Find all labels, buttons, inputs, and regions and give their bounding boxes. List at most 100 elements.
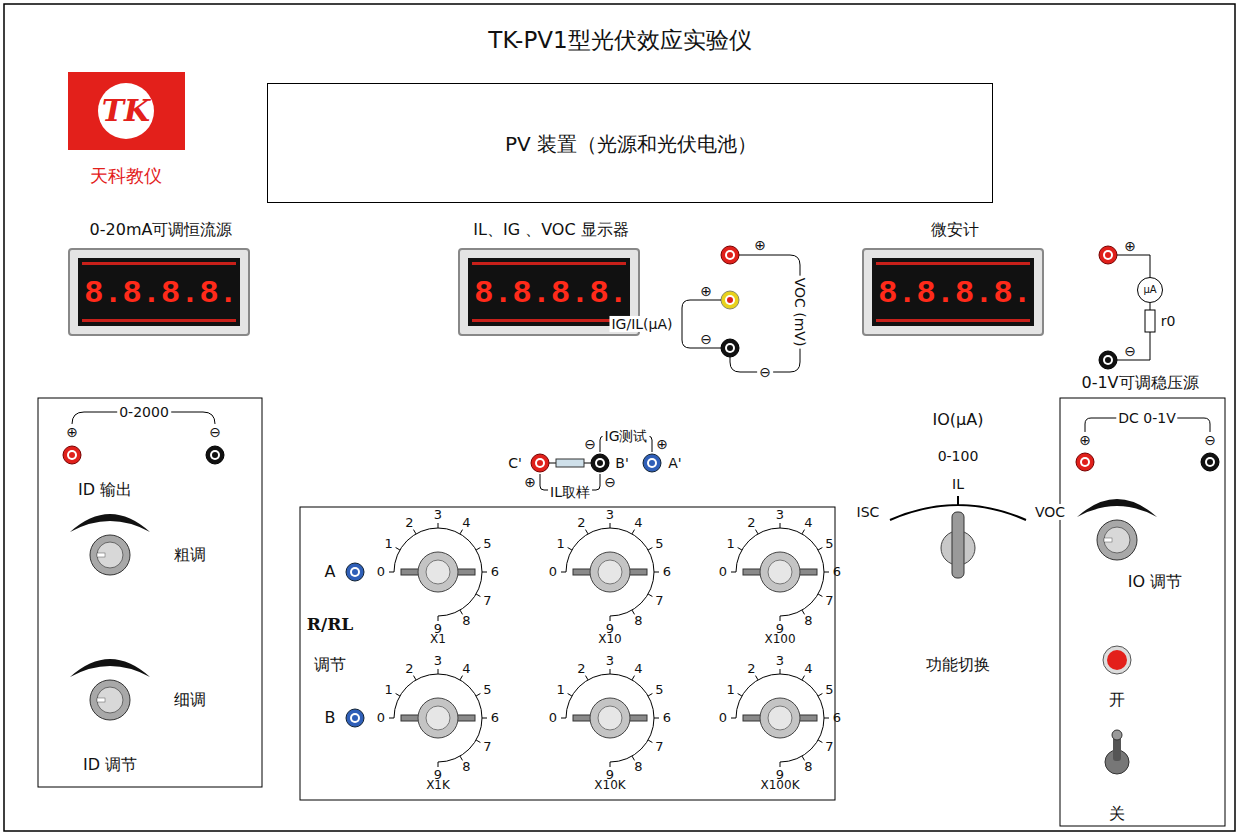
dial-number: 6 <box>663 711 671 726</box>
dial-number: 2 <box>747 515 755 530</box>
dial-number: 1 <box>556 536 564 551</box>
dial-number: 0 <box>719 711 727 726</box>
switch-label: 关 <box>1109 805 1125 823</box>
display-bar <box>876 319 1030 322</box>
polarity-mark: ⊕ <box>522 474 538 490</box>
polarity-mark: ⊕ <box>752 237 768 253</box>
polarity-mark: ⊖ <box>698 331 714 347</box>
terminal-group-label: IG/IL(μA) <box>609 316 674 332</box>
dial-knob <box>418 698 458 738</box>
display-title: 微安计 <box>931 221 979 239</box>
meter-range: 0-100 <box>936 448 981 464</box>
switch-label: 开 <box>1109 691 1125 709</box>
dial-knob <box>426 560 450 584</box>
knob-label: 细调 <box>174 691 206 709</box>
polarity-mark: ⊖ <box>1122 343 1138 359</box>
dial-knob <box>760 552 800 592</box>
range-dial: X100K0123456789 <box>705 643 855 798</box>
panel-label: R/RL <box>307 615 353 635</box>
display-digits: 8.8.8.8. <box>474 276 628 313</box>
dial-number: 2 <box>405 661 413 676</box>
dial-number: 5 <box>825 536 833 551</box>
dial-knob <box>760 698 800 738</box>
dial-ticks <box>561 669 659 767</box>
dial-number: 7 <box>825 593 833 608</box>
dial-number: 9 <box>434 768 442 783</box>
dial-number: 5 <box>483 682 491 697</box>
led-display: 0-20mA可调恒流源8.8.8.8. <box>68 248 250 336</box>
power-button <box>1107 650 1127 670</box>
dial-number: 7 <box>655 739 663 754</box>
dial-number: 3 <box>606 508 614 523</box>
dial-number: 6 <box>491 711 499 726</box>
terminal-label: A' <box>666 455 683 471</box>
bracket <box>682 300 721 348</box>
polarity-mark: ⊖ <box>602 474 618 490</box>
switch-lever <box>952 512 964 578</box>
range-dial: X100123456789 <box>535 497 685 652</box>
logo-badge: TK天科教仪 <box>68 72 185 150</box>
switch-label: 功能切换 <box>924 656 992 674</box>
dial-number: 4 <box>634 661 642 676</box>
device-label: PV 装置（光源和光伏电池） <box>505 133 757 156</box>
dial-knob <box>590 552 630 592</box>
dial-number: 7 <box>483 593 491 608</box>
dial-knob <box>768 706 792 730</box>
range-dial: X1000123456789 <box>705 497 855 652</box>
terminal-group-label: VOC (mV) <box>792 276 808 349</box>
display-bar <box>82 319 236 322</box>
switch-position: IL <box>950 476 966 492</box>
dial-number: 6 <box>833 711 841 726</box>
resistor-symbol <box>556 459 584 467</box>
range-label: 0-2000 <box>117 404 171 420</box>
dial-number: 5 <box>825 682 833 697</box>
dial-number: 2 <box>577 515 585 530</box>
range-dial: X10K0123456789 <box>535 643 685 798</box>
dial-number: 1 <box>556 682 564 697</box>
dial-number: 1 <box>384 682 392 697</box>
bracket <box>730 255 800 372</box>
panel-outline <box>38 398 262 787</box>
dial-number: 8 <box>634 760 642 775</box>
dial-number: 5 <box>483 536 491 551</box>
microamp-symbol: μA <box>1137 277 1163 303</box>
resistor-label: r0 <box>1159 313 1178 329</box>
dial-number: 7 <box>483 739 491 754</box>
dial-number: 8 <box>804 760 812 775</box>
switch-position: ISC <box>855 504 882 520</box>
dial-number: 4 <box>462 515 470 530</box>
wire <box>1117 255 1150 360</box>
dial-number: 0 <box>377 711 385 726</box>
display-bar <box>82 262 236 265</box>
dial-scale <box>736 528 824 616</box>
dial-scale <box>394 674 482 762</box>
dial-number: 4 <box>634 515 642 530</box>
dial-number: 4 <box>804 661 812 676</box>
panel-label: ID 调节 <box>83 756 137 774</box>
display-bar <box>876 262 1030 265</box>
terminal-label: A <box>325 563 336 581</box>
dial-number: 3 <box>776 508 784 523</box>
dial-number: 2 <box>747 661 755 676</box>
logo-mark: TK <box>98 83 154 139</box>
dial-knob <box>768 560 792 584</box>
dial-knob <box>418 552 458 592</box>
display-title: 0-20mA可调恒流源 <box>90 221 233 239</box>
dial-number: 9 <box>776 622 784 637</box>
dial-number: 8 <box>462 760 470 775</box>
dial-number: 2 <box>577 661 585 676</box>
dial-scale <box>566 528 654 616</box>
display-digits: 8.8.8.8. <box>84 276 238 313</box>
dial-number: 6 <box>663 565 671 580</box>
polarity-mark: ⊕ <box>1077 432 1093 448</box>
pv-device-box: PV 装置（光源和光伏电池） <box>267 83 993 203</box>
dial-number: 9 <box>606 768 614 783</box>
dial-ticks <box>389 669 487 767</box>
polarity-mark: ⊖ <box>757 364 773 380</box>
dial-number: 4 <box>804 515 812 530</box>
knob-label: IO 调节 <box>1128 573 1182 591</box>
polarity-mark: ⊖ <box>582 436 598 452</box>
dial-number: 7 <box>655 593 663 608</box>
switch-position: VOC <box>1033 504 1067 520</box>
